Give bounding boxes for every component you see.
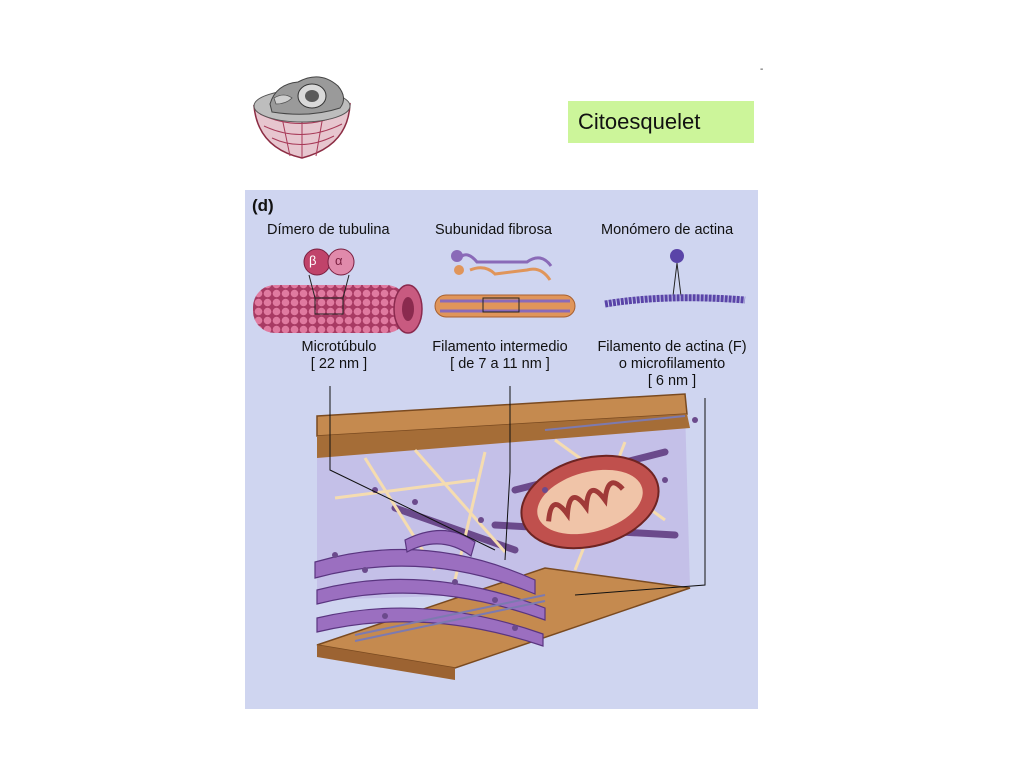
cell-block-illustration [314, 386, 706, 680]
slide-title: Citoesquelet [568, 101, 754, 143]
actin-filament-name: Filamento de actina (F) [597, 339, 747, 355]
intermediate-filament-name: Filamento intermedio [432, 339, 568, 355]
intermediate-filament-size: [ de 7 a 11 nm ] [450, 356, 550, 372]
fibrous-subunit-label: Subunidad fibrosa [435, 222, 552, 238]
microtubule-size: [ 22 nm ] [310, 356, 368, 372]
intermediate-filament-illustration [434, 250, 576, 318]
microtubule-name: Microtúbulo [301, 339, 377, 355]
corner-mark: - [760, 64, 764, 75]
beta-symbol: β [309, 253, 317, 268]
panel-letter: (d) [252, 196, 274, 215]
figure-illustration [253, 248, 746, 680]
actin-monomer-label: Monómero de actina [601, 222, 734, 238]
microfilament-name: o microfilamento [618, 356, 726, 372]
cytoskeleton-figure: (d) Dímero de tubulina Subunidad fibrosa… [245, 190, 758, 709]
cell-cutaway-image [250, 68, 354, 160]
microtubule-illustration [253, 248, 423, 334]
actin-filament-illustration [604, 249, 746, 308]
alpha-symbol: α [335, 253, 343, 268]
tubulin-dimer-label: Dímero de tubulina [267, 222, 390, 238]
actin-filament-size: [ 6 nm ] [647, 373, 697, 389]
